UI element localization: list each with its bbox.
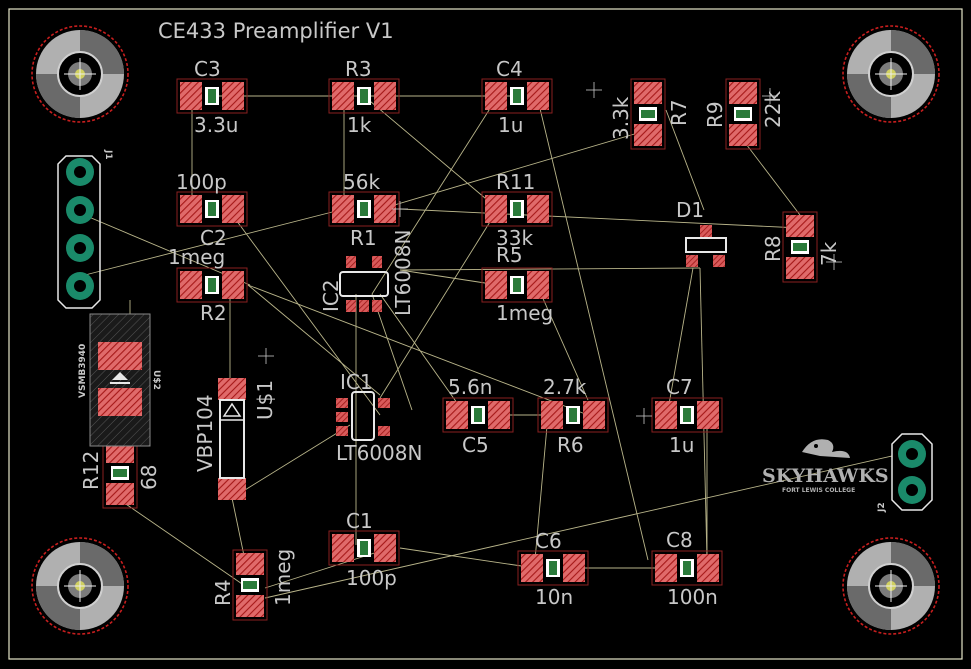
r12-value: 68 bbox=[137, 465, 161, 490]
component-c5[interactable] bbox=[442, 397, 514, 433]
c4-value: 1u bbox=[498, 113, 523, 137]
ratsnest bbox=[76, 95, 893, 599]
r6-ref: R6 bbox=[557, 433, 584, 457]
r9-ref: R9 bbox=[703, 101, 727, 128]
r5-ref: R5 bbox=[496, 243, 523, 267]
ic2-value: LT6008N bbox=[391, 230, 415, 316]
r1-ref: R1 bbox=[350, 226, 377, 250]
c7-ref: C7 bbox=[666, 375, 693, 399]
component-r3[interactable] bbox=[328, 78, 400, 114]
r2-ref: R2 bbox=[200, 301, 227, 325]
d1-ref: D1 bbox=[676, 198, 704, 222]
r7-ref: R7 bbox=[667, 99, 691, 126]
component-r6[interactable] bbox=[537, 397, 609, 433]
component-r1[interactable] bbox=[328, 191, 400, 227]
component-r11[interactable] bbox=[481, 191, 553, 227]
logo-name: SKYHAWKS bbox=[762, 465, 889, 487]
c6-ref: C6 bbox=[535, 529, 562, 553]
component-c7[interactable] bbox=[651, 397, 723, 433]
c5-value: 5.6n bbox=[448, 375, 492, 399]
us1-value: VBP104 bbox=[193, 394, 217, 472]
c2-value: 100p bbox=[176, 170, 227, 194]
r1-value: 56k bbox=[343, 170, 380, 194]
c1-value: 100p bbox=[346, 566, 397, 590]
us2-ref: U$2 bbox=[151, 370, 161, 390]
r6-value: 2.7k bbox=[543, 375, 587, 399]
mounting-hole-bottom-left bbox=[31, 537, 129, 635]
component-c4[interactable] bbox=[481, 78, 553, 114]
c8-value: 100n bbox=[667, 585, 718, 609]
component-d1[interactable] bbox=[685, 225, 727, 267]
us1-ref: U$1 bbox=[253, 380, 277, 420]
mounting-hole-bottom-right bbox=[842, 537, 940, 635]
component-c2[interactable] bbox=[176, 191, 248, 227]
r3-value: 1k bbox=[347, 113, 372, 137]
component-r8[interactable] bbox=[782, 211, 818, 283]
r2-value: 1meg bbox=[168, 245, 225, 269]
component-j1[interactable] bbox=[57, 155, 101, 309]
r11-value: 33k bbox=[496, 226, 533, 250]
mounting-hole-top-left bbox=[31, 25, 129, 123]
c4-ref: C4 bbox=[496, 57, 523, 81]
component-ic2[interactable] bbox=[339, 256, 389, 312]
c6-value: 10n bbox=[535, 585, 573, 609]
board-outline bbox=[8, 8, 963, 660]
component-ic1[interactable] bbox=[336, 391, 390, 441]
component-c1[interactable] bbox=[328, 530, 400, 566]
component-r9[interactable] bbox=[725, 78, 761, 150]
c8-ref: C8 bbox=[666, 528, 693, 552]
c1-ref: C1 bbox=[346, 509, 373, 533]
r8-ref: R8 bbox=[761, 235, 785, 262]
c3-ref: C3 bbox=[194, 57, 221, 81]
component-c8[interactable] bbox=[651, 550, 723, 586]
j1-ref: J1 bbox=[103, 149, 113, 160]
r5-value: 1meg bbox=[496, 301, 553, 325]
r11-ref: R11 bbox=[496, 170, 535, 194]
r12-ref: R12 bbox=[79, 451, 103, 490]
ic2-ref: IC2 bbox=[319, 279, 343, 312]
r4-value: 1meg bbox=[271, 549, 295, 606]
component-us2[interactable] bbox=[89, 313, 151, 447]
c2-ref: C2 bbox=[200, 226, 227, 250]
c3-value: 3.3u bbox=[194, 113, 238, 137]
component-j2[interactable] bbox=[891, 433, 933, 511]
r7-value: 3.3k bbox=[609, 96, 633, 140]
ic1-value: LT6008N bbox=[336, 441, 422, 465]
component-r7[interactable] bbox=[630, 78, 666, 150]
board-title: CE433 Preamplifier V1 bbox=[158, 19, 394, 43]
component-c3[interactable] bbox=[176, 78, 248, 114]
mounting-hole-top-right bbox=[842, 25, 940, 123]
component-r12[interactable] bbox=[102, 437, 138, 509]
component-r2[interactable] bbox=[176, 267, 248, 303]
component-r4[interactable] bbox=[232, 549, 268, 621]
origin-markers bbox=[258, 82, 842, 424]
logo-subtitle: FORT LEWIS COLLEGE bbox=[782, 487, 855, 494]
skyhawk-logo-icon bbox=[802, 439, 850, 458]
r3-ref: R3 bbox=[345, 57, 372, 81]
j2-ref: J2 bbox=[877, 502, 887, 513]
r4-ref: R4 bbox=[211, 579, 235, 606]
r9-value: 22k bbox=[761, 91, 785, 128]
ic1-ref: IC1 bbox=[340, 370, 373, 394]
component-c6[interactable] bbox=[517, 550, 589, 586]
component-r5[interactable] bbox=[481, 267, 553, 303]
us2-value: VSMB3940 bbox=[78, 344, 88, 398]
c5-ref: C5 bbox=[462, 433, 489, 457]
c7-value: 1u bbox=[669, 433, 694, 457]
component-us1[interactable] bbox=[218, 378, 246, 500]
